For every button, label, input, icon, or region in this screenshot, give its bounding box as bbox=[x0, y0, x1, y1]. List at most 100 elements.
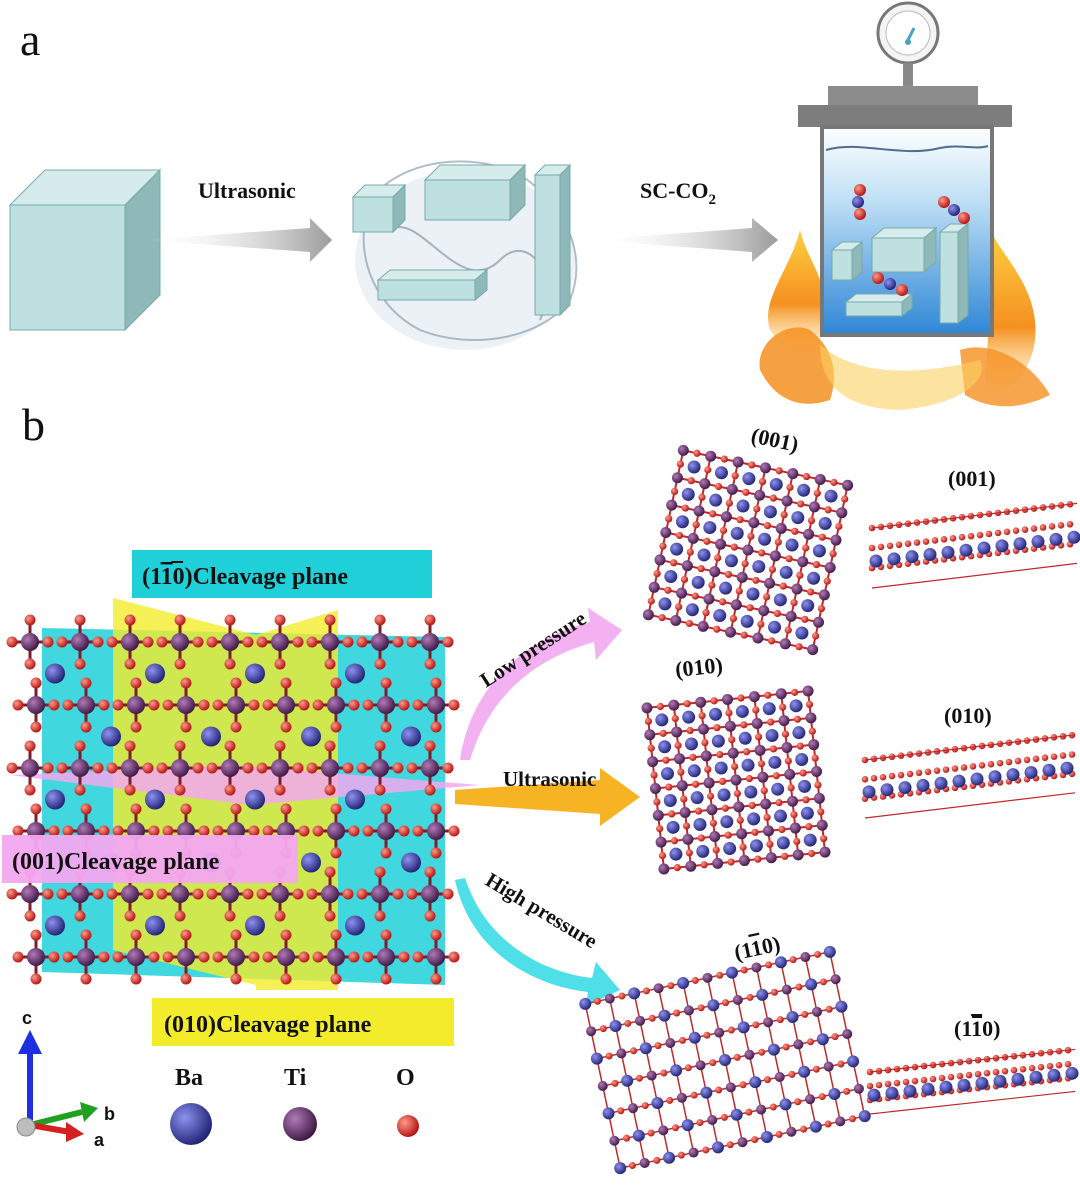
o-atom bbox=[671, 714, 679, 723]
o-atom bbox=[412, 825, 424, 837]
o-atom bbox=[929, 1075, 937, 1083]
o-atom bbox=[752, 1021, 760, 1029]
o-atom bbox=[206, 636, 218, 648]
o-atom bbox=[758, 477, 767, 486]
o-atom bbox=[703, 537, 711, 545]
o-atom bbox=[996, 759, 1004, 767]
ti-atom bbox=[726, 483, 738, 495]
o-atom bbox=[230, 973, 242, 985]
o-atom bbox=[262, 699, 274, 711]
o-atom bbox=[992, 1068, 1000, 1076]
o-atom bbox=[1028, 1064, 1036, 1072]
o-atom bbox=[48, 951, 60, 963]
ba-atom bbox=[720, 815, 734, 829]
o-atom bbox=[106, 762, 118, 774]
o-atom bbox=[812, 632, 820, 640]
ti-atom bbox=[808, 739, 820, 751]
o-atom bbox=[74, 784, 86, 796]
ba-atom bbox=[898, 781, 912, 795]
ti-atom bbox=[679, 806, 691, 818]
o-atom bbox=[757, 760, 766, 768]
o-atom bbox=[624, 1019, 632, 1027]
ba-atom bbox=[1047, 1068, 1061, 1082]
o-atom bbox=[763, 593, 771, 601]
ba-atom bbox=[101, 726, 121, 747]
o-atom bbox=[888, 772, 896, 780]
legend-ba-sphere bbox=[170, 1103, 212, 1145]
ba-atom bbox=[835, 1000, 848, 1013]
o-atom bbox=[662, 756, 670, 764]
o-atom bbox=[680, 575, 689, 584]
ti-atom bbox=[706, 804, 718, 816]
o-atom bbox=[180, 677, 192, 689]
o-atom bbox=[124, 614, 136, 626]
o-atom bbox=[658, 614, 666, 622]
o-atom bbox=[156, 636, 168, 648]
ba-atom bbox=[916, 778, 930, 792]
o-atom bbox=[721, 804, 729, 812]
o-atom bbox=[824, 506, 832, 514]
legend-ti-label: Ti bbox=[284, 1065, 307, 1091]
o-atom bbox=[715, 1086, 723, 1094]
o-atom bbox=[767, 718, 775, 726]
o-atom bbox=[442, 636, 454, 648]
o-atom bbox=[773, 609, 782, 618]
ti-atom bbox=[830, 534, 842, 546]
o-atom bbox=[719, 526, 728, 535]
ti-atom bbox=[811, 1006, 822, 1017]
o-atom bbox=[174, 658, 186, 670]
o-atom bbox=[74, 740, 86, 752]
o-atom bbox=[392, 888, 404, 900]
ba-atom bbox=[345, 789, 365, 810]
label-110-top: (110) bbox=[732, 931, 783, 965]
ti-atom bbox=[853, 1083, 864, 1094]
ba-atom bbox=[664, 570, 678, 584]
o-atom bbox=[248, 699, 260, 711]
o-atom bbox=[656, 702, 665, 711]
o-atom bbox=[791, 688, 799, 696]
ti-atom bbox=[803, 528, 815, 540]
o-atom bbox=[274, 910, 286, 922]
o-atom bbox=[942, 766, 950, 773]
o-atom bbox=[280, 929, 292, 941]
o-atom bbox=[74, 658, 86, 670]
ti-atom bbox=[648, 581, 660, 593]
ti-atom bbox=[271, 885, 289, 903]
ti-atom bbox=[681, 560, 693, 572]
o-atom bbox=[330, 721, 342, 733]
ba-atom bbox=[145, 915, 165, 936]
legend-o-label: O bbox=[396, 1065, 415, 1091]
ba-atom bbox=[797, 483, 811, 497]
ba-atom bbox=[687, 764, 701, 778]
o-atom bbox=[769, 1103, 777, 1111]
ba-atom bbox=[730, 526, 744, 540]
ba-atom bbox=[681, 1119, 694, 1132]
ti-atom bbox=[27, 696, 45, 714]
ti-atom bbox=[321, 759, 339, 777]
o-atom bbox=[805, 823, 813, 831]
arrow-low-pressure bbox=[460, 608, 622, 760]
o-atom bbox=[775, 1130, 783, 1138]
ti-atom bbox=[779, 638, 791, 650]
ti-atom bbox=[805, 1094, 816, 1105]
o-atom bbox=[12, 951, 24, 963]
ti-atom bbox=[171, 633, 189, 651]
ti-atom bbox=[677, 444, 689, 456]
ti-atom bbox=[842, 1029, 853, 1040]
ti-atom bbox=[628, 1103, 639, 1114]
o-atom bbox=[801, 1010, 809, 1018]
o-atom bbox=[726, 1141, 734, 1149]
o-atom bbox=[362, 699, 374, 711]
surface-010-top bbox=[641, 685, 831, 875]
o-atom bbox=[811, 754, 819, 762]
o-atom bbox=[406, 888, 418, 900]
ti-atom bbox=[730, 599, 742, 611]
o-atom bbox=[180, 803, 192, 815]
o-atom bbox=[686, 548, 694, 556]
ti-atom bbox=[736, 571, 748, 583]
o-atom bbox=[667, 982, 675, 990]
ti-atom bbox=[21, 885, 39, 903]
ba-atom bbox=[663, 793, 677, 807]
o-atom bbox=[398, 699, 410, 711]
o-atom bbox=[752, 706, 760, 714]
